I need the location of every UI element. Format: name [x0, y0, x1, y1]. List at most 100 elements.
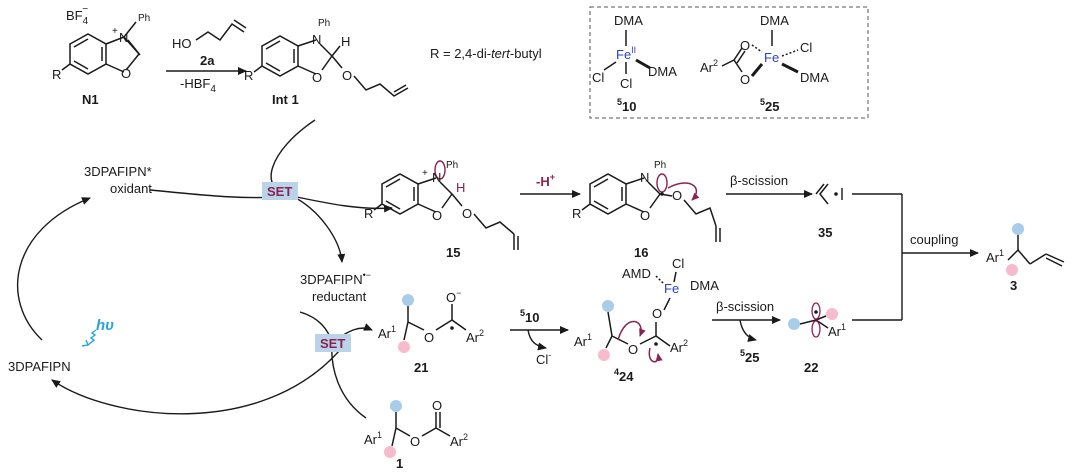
c24-amd: AMD: [622, 266, 651, 281]
benzylic-radical-22: Ar1 22: [788, 302, 846, 375]
c24-label: 424: [614, 367, 634, 384]
c24-blue-dot: [602, 300, 614, 312]
c1-ar2: Ar2: [450, 432, 468, 449]
c15-phenyl: Ph: [446, 160, 458, 171]
compound-24: AMD Cl Fe DMA O O Ar1 Ar2 424: [574, 256, 719, 384]
n1-phenyl: Ph: [138, 13, 150, 24]
beta-scission-label-upper: β-scission: [730, 173, 788, 188]
c25-dma-right: DMA: [800, 70, 829, 85]
c16-r-group: R: [572, 206, 581, 221]
deprotonation-label: -H+: [536, 172, 555, 189]
c21-pink-dot: [398, 341, 410, 353]
int1-nitrogen: N: [312, 32, 321, 47]
reagent-label: 2a: [200, 53, 215, 68]
c10-dma-right: DMA: [648, 64, 677, 79]
c25-o2: O: [740, 72, 750, 87]
c21-label: 21: [414, 360, 428, 375]
c21-oxide: O−: [446, 288, 461, 305]
c1-blue-dot: [390, 400, 402, 412]
light-hv: hυ: [96, 317, 114, 334]
c1-ar1: Ar1: [364, 430, 382, 447]
chloride-label: Cl-: [536, 350, 551, 367]
c25-cl: Cl: [800, 40, 812, 55]
c24-oxygen-top: O: [652, 306, 662, 321]
product-blue-dot: [1012, 223, 1024, 235]
beta-scission-step-upper: β-scission: [726, 173, 813, 198]
reagent-2a: HO 2a -HBF4: [166, 19, 247, 95]
c21-ar1: Ar1: [378, 324, 396, 341]
allyl-radical-35: 35: [815, 183, 843, 240]
c10-label: 510: [617, 97, 636, 114]
product-label: 3: [1010, 278, 1017, 293]
r-group-definition: R = 2,4-di-tert-butyl: [430, 46, 542, 61]
c24-ar1: Ar1: [574, 332, 592, 349]
c10-cl-bottom: Cl: [620, 76, 632, 91]
c21-blue-dot: [402, 294, 414, 306]
c15-h: H: [456, 180, 465, 195]
set-badge-upper: SET: [262, 182, 298, 200]
int1-ring-oxygen: O: [312, 70, 322, 85]
coupling-label: coupling: [910, 232, 958, 247]
c35-label: 35: [818, 225, 832, 240]
fe-reagent-label: 510: [520, 308, 539, 325]
c1-carbonyl-oxygen: O: [432, 398, 442, 413]
c15-plus: +: [422, 168, 428, 179]
n1-label: N1: [82, 92, 99, 107]
c16-ring-oxygen: O: [640, 208, 650, 223]
int1-h: H: [341, 34, 350, 49]
n1-r-group: R: [52, 67, 61, 82]
c24-dma: DMA: [690, 278, 719, 293]
c22-blue-dot: [788, 318, 800, 330]
c24-pink-dot: [598, 349, 610, 361]
c1-label: 1: [396, 456, 403, 471]
c16-phenyl: Ph: [654, 160, 666, 171]
reduced-photocatalyst: 3DPAFIPN•−: [300, 270, 371, 287]
photoredox-cycle: 3DPAFIPN* oxidant 3DPAFIPN•− reductant 3…: [8, 119, 393, 419]
c25-o1: O: [740, 38, 750, 53]
c24-oxygen-bridge: O: [628, 342, 638, 357]
n1-nitrogen: N: [119, 30, 128, 45]
c10-cl-left: Cl: [592, 70, 604, 85]
c1-oxygen: O: [410, 434, 420, 449]
c25-fe: Fe: [764, 50, 779, 65]
c15-nitrogen: N: [432, 170, 441, 185]
byproduct-hbf4: -HBF4: [180, 76, 216, 95]
product-pink-dot: [1006, 264, 1018, 276]
c10-fe: FeII: [616, 45, 636, 62]
n1-counterion: BF4−: [66, 4, 89, 27]
c15-ether-oxygen: O: [462, 206, 472, 221]
int1-label: Int 1: [272, 92, 299, 107]
compound-16: N Ph O O R 16: [572, 160, 721, 260]
product-ar1: Ar1: [986, 248, 1004, 265]
c15-label: 15: [446, 245, 460, 260]
beta-scission-label-lower: β-scission: [716, 299, 774, 314]
c25-ar2: Ar2: [700, 58, 718, 75]
fe-coordination-step: 510 Cl-: [510, 308, 569, 367]
c25-label: 525: [760, 97, 779, 114]
compound-21: Ar1 O O− Ar2 21: [378, 288, 484, 375]
n1-plus: +: [112, 26, 118, 37]
c16-label: 16: [634, 245, 648, 260]
deprotonation-step: -H+: [520, 172, 581, 198]
coupling-step: coupling: [852, 193, 979, 321]
iron-complexes-box: DMA FeII Cl Cl DMA 510 DMA Fe Ar2 O O Cl…: [589, 6, 869, 119]
c15-ring-oxygen: O: [432, 208, 442, 223]
compound-1: Ar1 O O Ar2 1: [364, 398, 468, 471]
beta-scission-step-lower: β-scission 525: [712, 299, 781, 365]
c21-oxygen: O: [424, 330, 434, 345]
int1-phenyl: Ph: [318, 18, 330, 29]
n1-oxygen: O: [121, 66, 131, 81]
c24-cl: Cl: [672, 256, 684, 271]
int1-ether-oxygen: O: [342, 68, 352, 83]
c22-label: 22: [804, 360, 818, 375]
int1-r-group: R: [244, 68, 253, 83]
compound-15: + N Ph H O O R 15: [364, 160, 519, 260]
set-badge-lower: SET: [315, 334, 351, 352]
set-label-upper: SET: [267, 184, 292, 199]
ground-photocatalyst: 3DPAFIPN: [8, 359, 71, 374]
excited-photocatalyst: 3DPAFIPN*: [84, 164, 152, 179]
byproduct-25: 525: [740, 348, 759, 365]
c15-r-group: R: [364, 206, 373, 221]
c10-dma-top: DMA: [614, 13, 643, 28]
